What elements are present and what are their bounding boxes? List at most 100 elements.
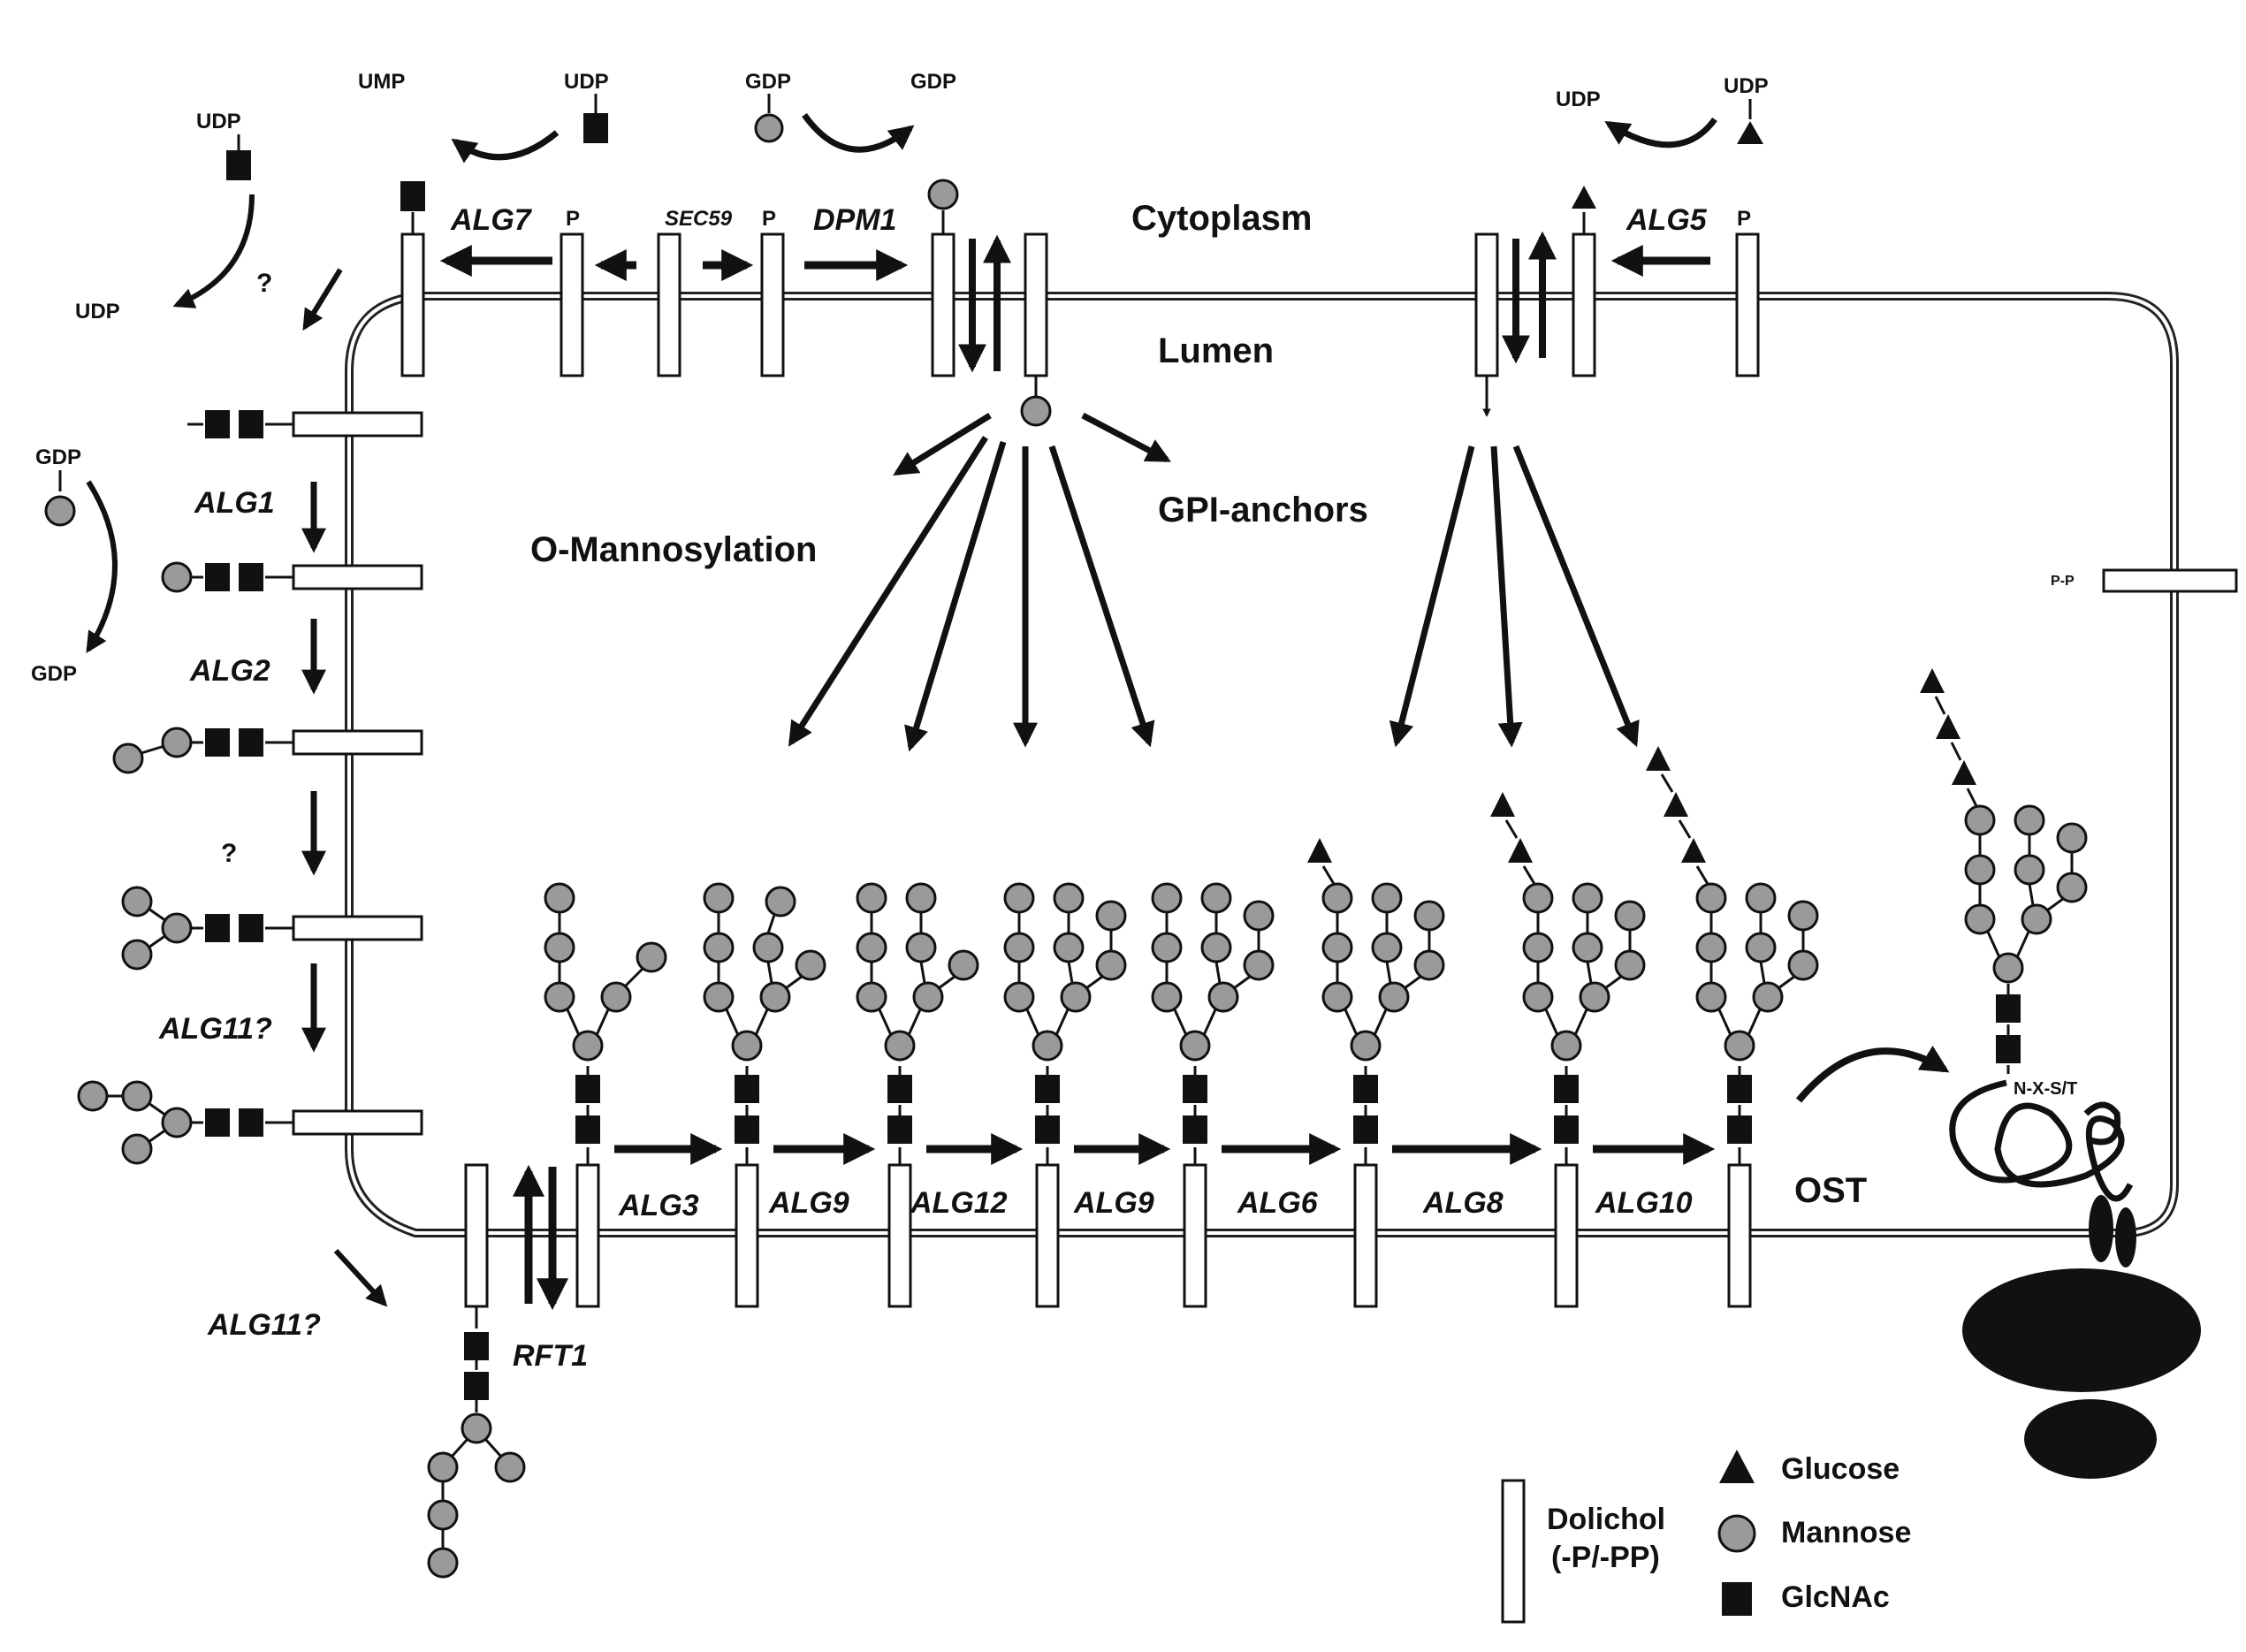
glcnac-residue	[1554, 1075, 1579, 1103]
mannose-residue	[545, 983, 574, 1011]
udp-glucose-donor-alg5: UDP UDP	[1556, 74, 1769, 145]
pp-label: P-P	[2051, 574, 2075, 589]
legend-dolichol-swatch	[1503, 1481, 1524, 1622]
mannose-residue	[1351, 1032, 1380, 1060]
glcnac-residue	[1035, 1075, 1060, 1103]
mannose-residue	[766, 887, 795, 916]
compartment-cytoplasm: Cytoplasm	[1131, 199, 1313, 238]
enzyme-sec59: SEC59	[665, 207, 733, 231]
mannose-residue	[2058, 824, 2086, 852]
enzyme-rft1: RFT1	[513, 1339, 588, 1373]
svg-text:GDP: GDP	[35, 445, 81, 469]
glcnac-residue	[205, 1108, 230, 1137]
luminal-intermediate	[857, 884, 1016, 1306]
mannose-residue	[704, 933, 733, 962]
glcnac-residue	[205, 728, 230, 757]
mannose-residue	[79, 1082, 107, 1110]
glcnac-residue	[205, 410, 230, 438]
ost-transfer-arrow	[1799, 1051, 1945, 1100]
luminal-intermediate	[1153, 884, 1335, 1306]
glcnac-residue	[464, 1332, 489, 1360]
mannose-residue	[123, 1135, 151, 1163]
mannose-residue	[1415, 951, 1443, 979]
dolichol-p-3	[1737, 234, 1758, 376]
enzyme-alg2: ALG2	[189, 654, 270, 688]
mannose-residue	[2015, 856, 2044, 884]
mannose-residue	[1725, 1032, 1754, 1060]
alg11-arrow-lower	[336, 1251, 384, 1304]
glcnac-residue	[239, 563, 263, 591]
mannose-residue	[429, 1501, 457, 1529]
dolichol-pp-recycled	[2104, 570, 2236, 591]
glcnac-residue	[735, 1115, 759, 1144]
mannose-residue	[1097, 902, 1125, 930]
luminal-intermediate	[704, 884, 869, 1306]
mannose-residue	[1573, 884, 1602, 912]
glcnac-residue	[464, 1372, 489, 1400]
mannose-residue	[1005, 933, 1033, 962]
mannose-residue	[857, 933, 886, 962]
udp-glcnac-donor-alg7: UDP	[455, 70, 609, 157]
glcnac-residue	[205, 914, 230, 942]
enzyme-alg8: ALG8	[1422, 1186, 1504, 1220]
dolichol-pp-vertical	[1556, 1165, 1577, 1306]
mannose-residue	[1054, 933, 1083, 962]
dolichol-free	[659, 234, 680, 376]
glcnac-residue	[575, 1115, 600, 1144]
legend-glcnac-swatch	[1722, 1582, 1752, 1616]
dolichol-pp-vertical	[1355, 1165, 1376, 1306]
legend-dolichol-line1: Dolichol	[1547, 1503, 1665, 1536]
mannose-residue	[1202, 884, 1230, 912]
mannose-residue	[163, 563, 191, 591]
dolichol-pp-vertical	[1184, 1165, 1206, 1306]
man5-glcnac2-cytosolic	[429, 1306, 524, 1577]
mannose-residue	[1697, 933, 1725, 962]
dolichol-pp-horizontal	[293, 731, 422, 754]
mannose-residue	[1153, 884, 1181, 912]
mannose-residue	[1373, 933, 1401, 962]
glcnac-residue	[239, 410, 263, 438]
enzyme-alg10: ALG10	[1595, 1186, 1693, 1220]
mannose-residue	[163, 914, 191, 942]
mannose-residue	[704, 884, 733, 912]
compartment-lumen: Lumen	[1158, 331, 1274, 370]
glucose-distribution-arrows	[1397, 446, 1635, 742]
mannose-residue	[1005, 983, 1033, 1011]
glucose-residue	[1952, 760, 1976, 785]
enzyme-alg9-second: ALG9	[1073, 1186, 1154, 1220]
mannose-residue	[1524, 884, 1552, 912]
enzyme-alg11-upper: ALG11?	[158, 1012, 272, 1046]
mannose-residue	[1697, 983, 1725, 1011]
dolichol-pp-vertical	[1729, 1165, 1750, 1306]
luminal-intermediate	[1646, 746, 1817, 1306]
mannose-residue	[1181, 1032, 1209, 1060]
mannose-residue	[1966, 806, 1994, 834]
mannose-residue	[545, 933, 574, 962]
dolichol-pp-man5-cyto	[466, 1165, 487, 1306]
glucose-residue	[1920, 668, 1945, 693]
dolichol-p-2	[762, 234, 783, 376]
glucose-residue	[1508, 838, 1533, 863]
glucose-residue	[1936, 714, 1960, 739]
mannose-residue	[1616, 902, 1644, 930]
svg-text:UDP: UDP	[564, 70, 609, 94]
legend-glcnac: GlcNAc	[1781, 1580, 1890, 1614]
left-intermediate	[187, 410, 422, 438]
mannose-residue	[1245, 902, 1273, 930]
mannose-residue	[1552, 1032, 1580, 1060]
mannose-residue	[886, 1032, 914, 1060]
legend-dolichol-line2: (-P/-PP)	[1551, 1541, 1660, 1574]
mannose-residue	[1966, 856, 1994, 884]
luminal-intermediate	[1005, 884, 1164, 1306]
enzyme-alg11-lower: ALG11?	[207, 1308, 321, 1342]
enzyme-alg3: ALG3	[618, 1189, 699, 1222]
glcnac-residue	[1353, 1075, 1378, 1103]
mannose-residue	[2015, 806, 2044, 834]
mannose-residue	[1747, 884, 1775, 912]
enzyme-alg7: ALG7	[450, 203, 533, 237]
glcnac-residue	[1183, 1075, 1207, 1103]
luminal-intermediate	[545, 884, 716, 1306]
glcnac-residue	[239, 1108, 263, 1137]
mannose-residue	[1153, 933, 1181, 962]
svg-text:UDP: UDP	[75, 300, 120, 324]
